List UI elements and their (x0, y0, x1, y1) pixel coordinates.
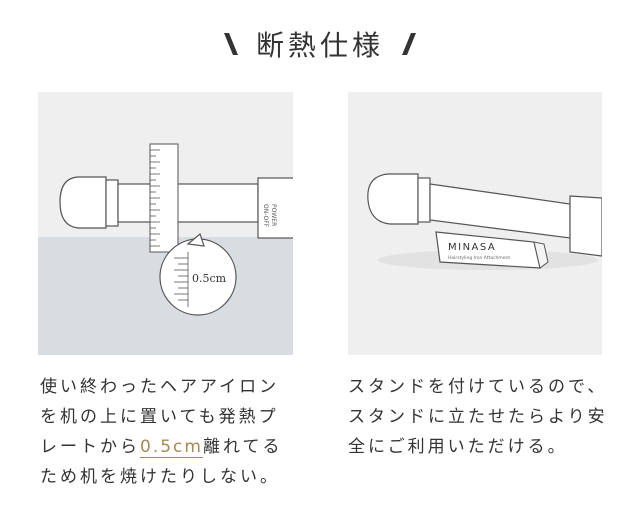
left-accent-slash-icon (223, 33, 238, 55)
caption-left-line-2: を机の上に置いても発熱プ (40, 407, 279, 427)
measure-label: 0.5cm (192, 272, 227, 285)
brand-sub-label: Hairstyling Iron Attachment (448, 255, 510, 261)
insulation-illustration-left: POWER ON-OFF 0.5cm (38, 92, 293, 355)
section-header: 断熱仕様 (0, 22, 640, 66)
brand-label: MINASA (448, 242, 496, 253)
iron-tip (59, 176, 107, 229)
magnified-ticks (174, 252, 189, 307)
caption-highlight-distance: 0.5cm (140, 437, 203, 458)
hair-iron-on-table-illustration: POWER ON-OFF 0.5cm (38, 143, 293, 355)
iron-plate (117, 183, 259, 223)
iron-handle (257, 177, 293, 239)
power-label: POWER (270, 204, 277, 226)
caption-right: スタンドを付けているので、 スタンドに立たせたらより安 全にご利用いただける。 (348, 372, 618, 462)
iron-handle (569, 195, 602, 257)
caption-left-line-4: ため机を焼けたりしない。 (40, 467, 280, 487)
caption-left-line-3: レートから0.5cm離れてる (40, 432, 310, 462)
onoff-label: ON-OFF (262, 204, 269, 228)
page-title: 断熱仕様 (255, 29, 384, 62)
ruler-ticks (150, 149, 160, 247)
caption-right-line-2: スタンドに立たせたらより安 (348, 407, 608, 427)
iron-tip (367, 173, 419, 225)
caption-left-line-3-pre: レートから (40, 437, 140, 457)
hair-iron-with-stand-illustration: MINASA Hairstyling Iron Attachment (367, 173, 602, 270)
iron-plate (429, 183, 571, 239)
caption-right-line-3: 全にご利用いただける。 (348, 437, 568, 457)
caption-left-line-3-post: 離れてる (202, 437, 283, 457)
caption-left-line-1: 使い終わったヘアアイロン (40, 377, 280, 397)
caption-left: 使い終わったヘアアイロン を机の上に置いても発熱プ レートから0.5cm離れてる… (40, 372, 310, 492)
caption-right-line-1: スタンドを付けているので、 (348, 377, 608, 397)
insulation-illustration-right: MINASA Hairstyling Iron Attachment (348, 92, 602, 355)
right-accent-slash-icon (402, 33, 416, 55)
